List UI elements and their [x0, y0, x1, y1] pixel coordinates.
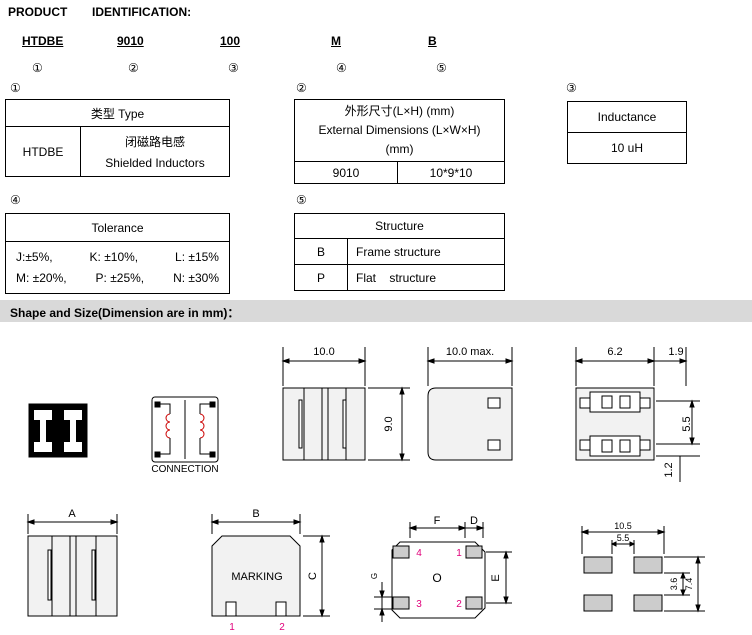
pad-10-5-label: 10.5	[614, 521, 632, 531]
dim-header-unit: (mm)	[385, 142, 414, 156]
code-series: HTDBE	[22, 34, 64, 48]
pad-layout	[580, 526, 705, 613]
code-structure: B	[428, 34, 437, 48]
type-table: 类型 Type HTDBE 闭磁路电感 Shielded Inductors	[5, 99, 230, 177]
pin-2-label: 2	[456, 599, 462, 610]
tolerance-l: L: ±15%	[175, 250, 219, 264]
shape-section-title: Shape and Size(Dimension are in mm)：	[10, 306, 240, 320]
pin-view	[374, 522, 512, 622]
tolerance-n: N: ±30%	[173, 271, 219, 285]
label-g: G	[370, 573, 379, 579]
dim-5-5-label: 5.5	[681, 416, 693, 431]
inductance-header: Inductance	[567, 101, 687, 133]
tolerance-row-2: M: ±20%, P: ±25%, N: ±30%	[16, 271, 219, 285]
type-code: HTDBE	[5, 126, 81, 177]
label-f: F	[434, 515, 441, 527]
connection-label: CONNECTION	[151, 464, 218, 475]
view-a	[26, 514, 119, 617]
structure-table-num: ⑤	[296, 193, 307, 207]
product-label: PRODUCT	[8, 5, 68, 19]
dim-table-num: ②	[296, 81, 307, 95]
label-e: E	[490, 574, 502, 581]
label-a: A	[68, 508, 76, 520]
type-desc-cn: 闭磁路电感	[124, 135, 185, 149]
bottom-view	[574, 347, 700, 482]
structure-code-b: B	[294, 238, 348, 265]
tolerance-row-1: J:±5%, K: ±10%, L: ±15%	[16, 250, 219, 264]
tolerance-k: K: ±10%,	[89, 250, 139, 264]
dim-code: 9010	[294, 161, 398, 184]
structure-header: Structure	[294, 213, 505, 239]
type-table-header: 类型 Type	[5, 99, 230, 127]
land-pattern-icon	[28, 403, 88, 458]
dim-header-en: External Dimensions (L×W×H)	[318, 123, 481, 137]
structure-table: Structure B Frame structure P Flat struc…	[294, 213, 505, 291]
pad-5-5-label: 5.5	[617, 533, 630, 543]
dim-table-header: 外形尺寸(L×H) (mm) External Dimensions (L×W×…	[294, 99, 505, 162]
pad-3-6-label: 3.6	[669, 578, 679, 591]
dim-9-label: 9.0	[383, 416, 395, 431]
code-size: 9010	[117, 34, 144, 48]
tolerance-table-num: ④	[10, 193, 21, 207]
tolerance-header: Tolerance	[5, 213, 230, 242]
front-view	[281, 347, 410, 462]
label-o: O	[432, 571, 441, 585]
pin-1-label-b: 1	[229, 622, 235, 633]
code-num-4: ④	[336, 61, 347, 75]
structure-desc-b: Frame structure	[347, 238, 505, 265]
label-b: B	[252, 508, 259, 520]
code-tolerance: M	[331, 34, 341, 48]
tolerance-m: M: ±20%,	[16, 271, 67, 285]
dim-table: 外形尺寸(L×H) (mm) External Dimensions (L×W×…	[294, 99, 505, 184]
structure-code-p: P	[294, 264, 348, 291]
tolerance-table: Tolerance J:±5%, K: ±10%, L: ±15% M: ±20…	[5, 213, 230, 294]
dim-value: 10*9*10	[397, 161, 505, 184]
type-table-num: ①	[10, 81, 21, 95]
identification-label: IDENTIFICATION:	[92, 5, 192, 19]
pin-4-label: 4	[416, 548, 422, 559]
dim-1-2-label: 1.2	[663, 462, 675, 477]
drawings-area: CONNECTION 10.0 9.0 10.0 max.	[26, 346, 705, 633]
dim-6-2-label: 6.2	[607, 346, 622, 358]
tolerance-values: J:±5%, K: ±10%, L: ±15% M: ±20%, P: ±25%…	[5, 241, 230, 294]
pad-7-4-label: 7.4	[684, 578, 694, 591]
shape-section-bar	[0, 300, 752, 322]
dim-10-label: 10.0	[313, 346, 334, 358]
label-d: D	[470, 515, 478, 527]
label-c: C	[307, 572, 319, 580]
type-desc: 闭磁路电感 Shielded Inductors	[80, 126, 230, 177]
side-view	[426, 347, 514, 461]
code-num-2: ②	[128, 61, 139, 75]
view-b	[210, 514, 330, 618]
inductance-value: 10 uH	[567, 132, 687, 164]
dim-1-9-label: 1.9	[668, 346, 683, 358]
code-inductance: 100	[220, 34, 241, 48]
tolerance-j: J:±5%,	[16, 250, 53, 264]
pin-1-label: 1	[456, 548, 462, 559]
inductance-table: Inductance 10 uH	[567, 101, 687, 164]
code-num-3: ③	[228, 61, 239, 75]
dim-10max-label: 10.0 max.	[446, 346, 494, 358]
code-num-1: ①	[32, 61, 43, 75]
pin-3-label: 3	[416, 599, 422, 610]
tolerance-p: P: ±25%,	[95, 271, 145, 285]
marking-label: MARKING	[231, 571, 282, 583]
type-desc-en: Shielded Inductors	[105, 156, 205, 170]
structure-desc-p: Flat structure	[347, 264, 505, 291]
pin-2-label-b: 2	[279, 622, 285, 633]
dim-header-cn: 外形尺寸(L×H) (mm)	[344, 104, 455, 118]
connection-schematic	[151, 396, 219, 463]
inductance-table-num: ③	[566, 81, 577, 95]
code-num-5: ⑤	[436, 61, 447, 75]
